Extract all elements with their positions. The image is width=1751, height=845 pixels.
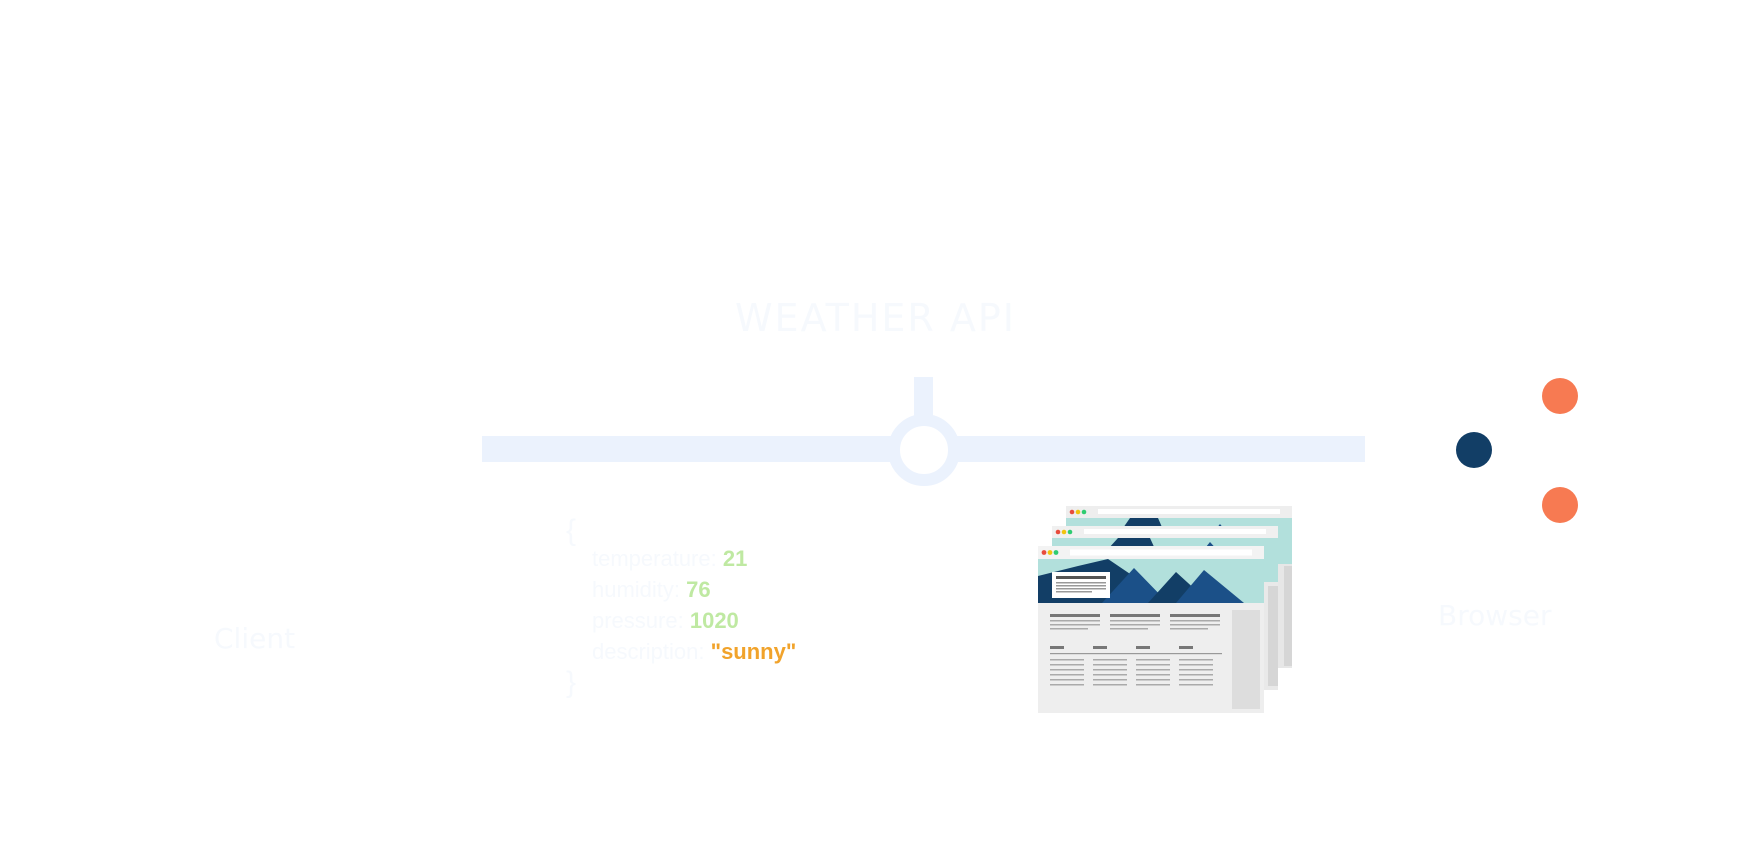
json-row-description: description: "sunny" bbox=[566, 636, 796, 667]
navy-dot bbox=[1456, 432, 1492, 468]
json-value: 21 bbox=[722, 546, 748, 571]
json-key: temperature: bbox=[592, 546, 717, 571]
connector-ring bbox=[888, 414, 960, 486]
orange-dot-top bbox=[1542, 378, 1578, 414]
json-sample: { temperature: 21 humidity: 76 pressure:… bbox=[566, 514, 796, 699]
json-key: pressure: bbox=[592, 608, 684, 633]
json-row-temperature: temperature: 21 bbox=[566, 543, 796, 574]
json-value: 76 bbox=[686, 577, 711, 602]
json-value: 1020 bbox=[689, 608, 739, 633]
close-brace: } bbox=[566, 666, 577, 699]
right-label: Browser bbox=[1438, 599, 1552, 632]
connector-stem bbox=[914, 377, 933, 419]
json-key: humidity: bbox=[592, 577, 681, 602]
orange-dot-bottom bbox=[1542, 487, 1578, 523]
diagram-title: WEATHER API bbox=[734, 296, 1017, 340]
json-row-pressure: pressure: 1020 bbox=[566, 605, 796, 636]
browser-window-front bbox=[1038, 546, 1264, 713]
json-value: "sunny" bbox=[710, 639, 797, 664]
open-brace: { bbox=[566, 514, 577, 547]
left-label: Client bbox=[214, 622, 296, 655]
json-row-humidity: humidity: 76 bbox=[566, 574, 796, 605]
json-key: description: bbox=[592, 639, 705, 664]
browser-windows-icon bbox=[1038, 506, 1292, 713]
